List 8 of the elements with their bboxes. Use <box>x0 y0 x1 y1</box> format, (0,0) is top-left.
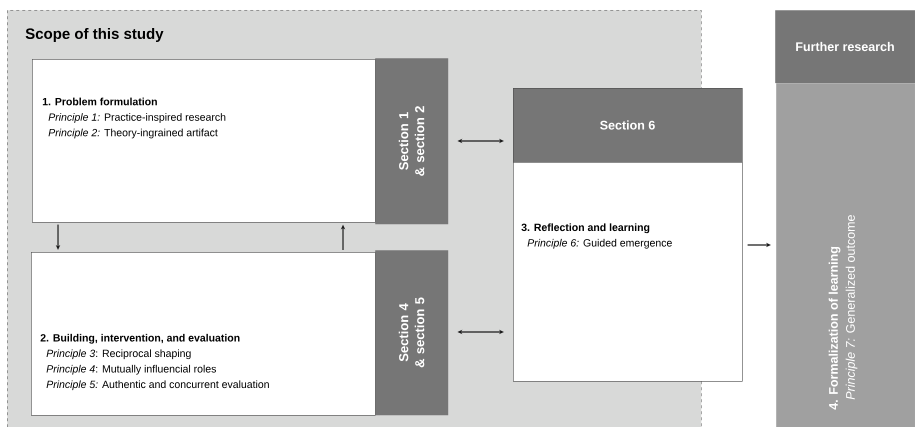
panel-title: Scope of this study <box>26 28 164 42</box>
column-header: Further research <box>775 10 915 84</box>
process-box: 2. Building, intervention, and evaluation Principle 3: Reciprocal shaping Principle 4: Mutually influencial roles Principle 5: Authentic and concurrent evaluation <box>31 252 376 416</box>
process-box: 1. Problem formulation Principle 1: Practice-inspired research Principle 2: Theory-ingrained artifact <box>32 59 376 223</box>
section-tab: Section 4 & section 5 <box>375 250 448 416</box>
process-box: 3. Reflection and learning Principle 6: Guided emergence <box>513 162 743 382</box>
section-header: Section 6 <box>513 88 743 163</box>
section-tab: Section 1 & section 2 <box>375 58 448 224</box>
